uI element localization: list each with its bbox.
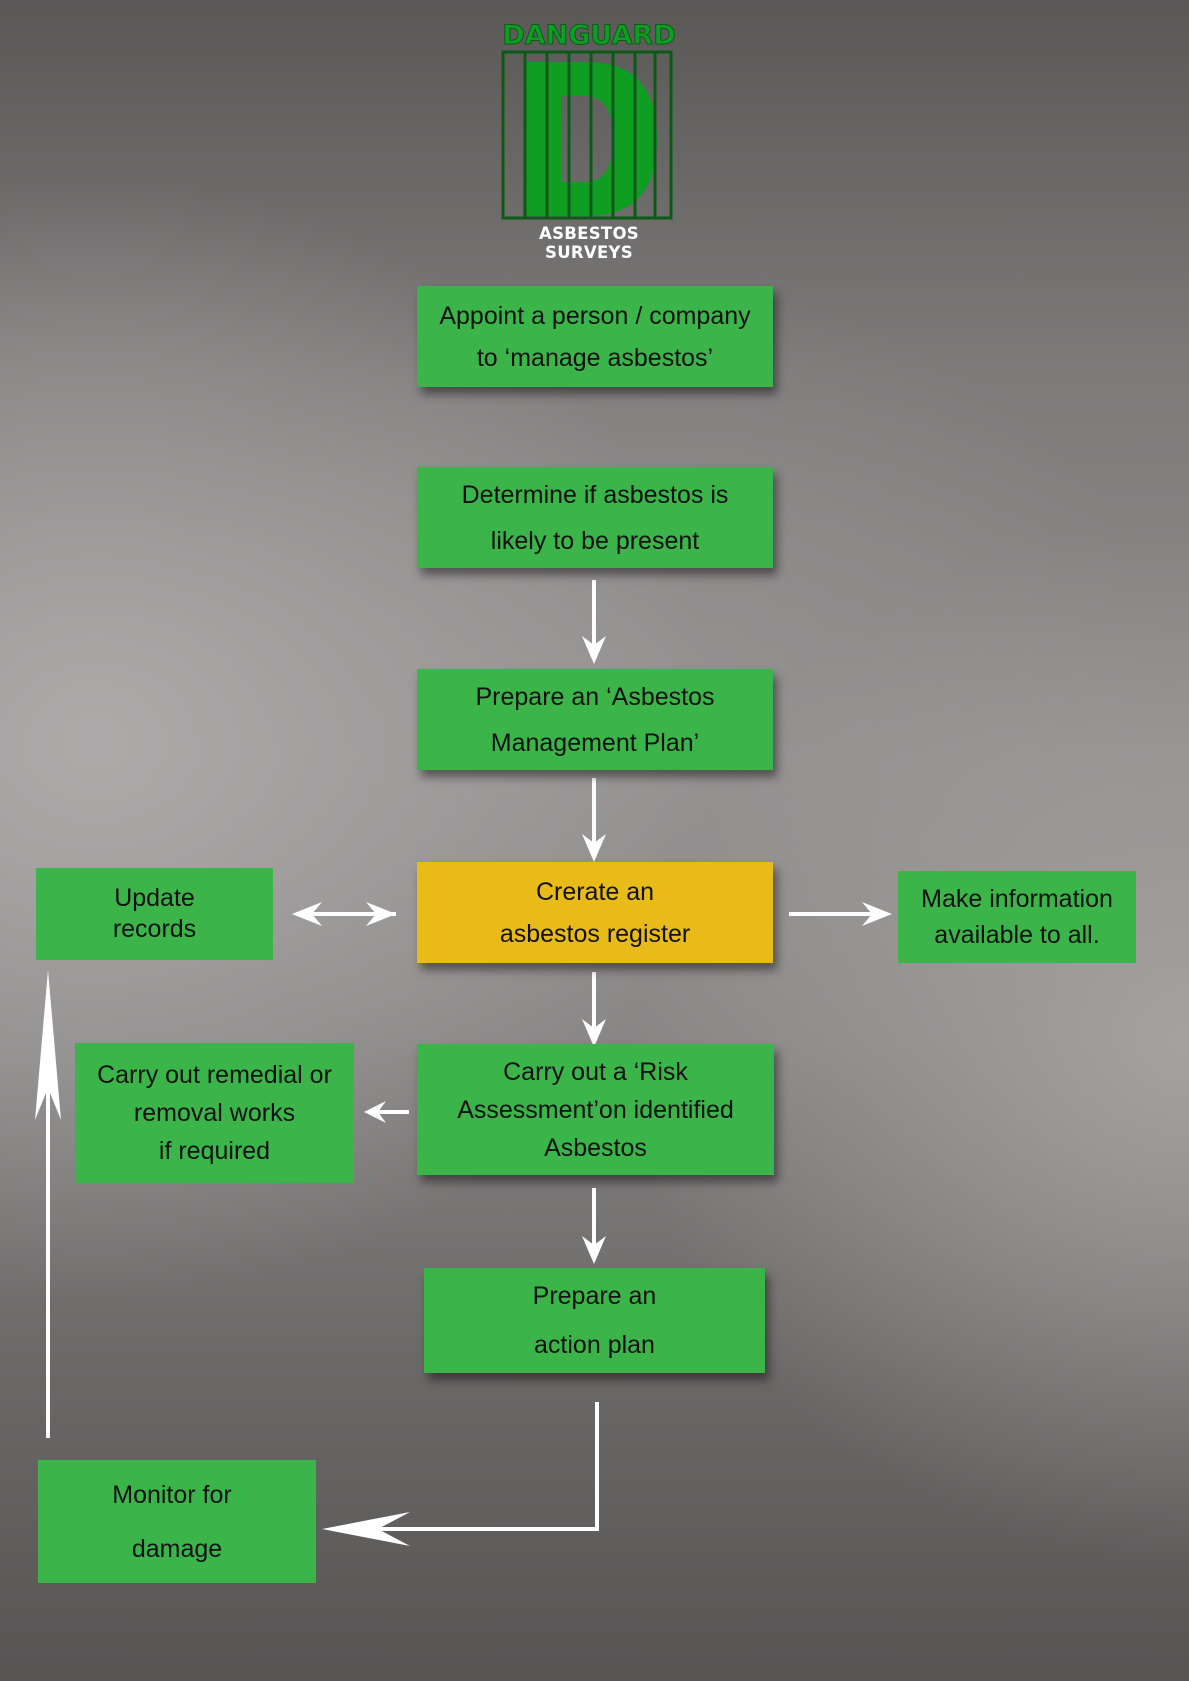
arrowhead-down-2: [582, 834, 606, 862]
step-action-plan-line-1: Prepare an: [532, 1281, 657, 1310]
step-determine-line-1: Determine if asbestos is: [461, 480, 729, 509]
step-risk-assessment-line-2: Assessment’on identified: [457, 1095, 734, 1124]
step-make-info-line-2: available to all.: [934, 921, 1100, 949]
arrowhead-down-3: [582, 1019, 606, 1047]
step-risk-assessment-line-3: Asbestos: [544, 1133, 647, 1162]
arrowhead-right-update: [366, 902, 396, 926]
step-remedial-line-1: Carry out remedial or: [97, 1061, 332, 1089]
step-register-line-2: asbestos register: [499, 919, 691, 948]
arrowhead-down-4: [582, 1236, 606, 1264]
logo-wordmark: DANGUARD: [502, 20, 676, 52]
step-register-line-1: Crerate an: [535, 877, 655, 906]
step-register: Crerate an asbestos register: [417, 862, 773, 963]
step-risk-assessment: Carry out a ‘Risk Assessment’on identifi…: [417, 1044, 774, 1175]
step-monitor: Monitor for damage: [38, 1460, 316, 1583]
arrowhead-left-remedial: [364, 1101, 386, 1123]
danguard-logo: DANGUARD ASBESTOS SURVEYS: [495, 18, 683, 262]
step-make-info: Make information available to all.: [898, 871, 1136, 963]
step-remedial-line-3: if required: [158, 1137, 271, 1165]
arrowhead-right-info: [862, 902, 892, 926]
arrowhead-down-1: [582, 636, 606, 664]
step-monitor-line-2: damage: [131, 1534, 223, 1563]
step-update-records: Update records: [36, 868, 273, 960]
arrowhead-left-update: [292, 902, 322, 926]
logo-subtitle: ASBESTOS SURVEYS: [539, 224, 639, 262]
step-action-plan-line-2: action plan: [534, 1330, 655, 1359]
step-action-plan: Prepare an action plan: [424, 1268, 765, 1373]
arrowhead-left-monitor: [322, 1512, 410, 1546]
step-make-info-line-1: Make information: [921, 885, 1113, 913]
step-determine: Determine if asbestos is likely to be pr…: [417, 467, 773, 568]
step-prepare-plan-line-1: Prepare an ‘Asbestos: [475, 682, 715, 711]
arrowhead-up-update: [35, 970, 61, 1120]
step-appoint: Appoint a person / company to ‘manage as…: [417, 286, 773, 387]
logo-emblem: [501, 50, 673, 220]
step-remedial: Carry out remedial or removal works if r…: [75, 1043, 354, 1183]
step-determine-line-2: likely to be present: [490, 526, 700, 555]
step-appoint-line-1: Appoint a person / company: [439, 301, 751, 330]
arrow-action-to-monitor: [345, 1402, 599, 1531]
step-remedial-line-2: removal works: [133, 1099, 296, 1127]
step-appoint-line-2: to ‘manage asbestos’: [476, 343, 714, 372]
step-prepare-plan-line-2: Management Plan’: [490, 728, 700, 757]
step-prepare-plan: Prepare an ‘Asbestos Management Plan’: [417, 669, 773, 770]
step-monitor-line-1: Monitor for: [112, 1480, 232, 1509]
step-update-records-line-1: Update: [114, 884, 195, 912]
step-risk-assessment-line-1: Carry out a ‘Risk: [503, 1057, 688, 1086]
step-update-records-line-2: records: [112, 915, 197, 943]
